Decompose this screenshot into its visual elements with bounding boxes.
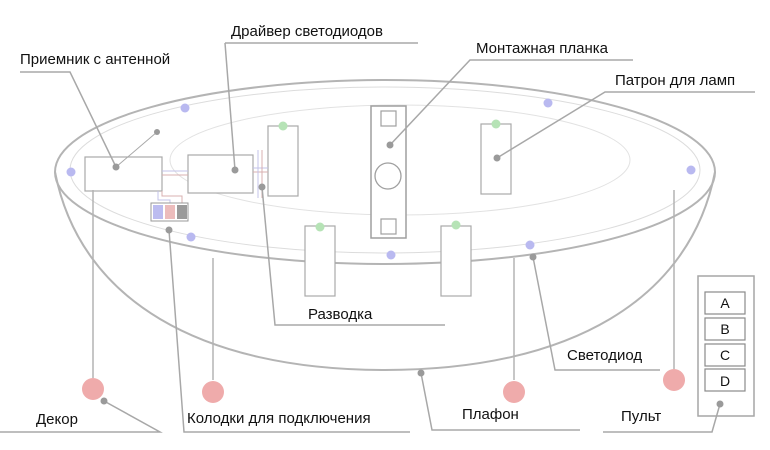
- label-connectors: Колодки для подключения: [187, 410, 371, 427]
- decor-balls: [82, 369, 685, 403]
- shade-rim: [54, 79, 716, 265]
- leader-antenna: [115, 131, 158, 168]
- leader-mount: [389, 59, 633, 146]
- remote-button-b-label: B: [720, 321, 729, 337]
- receiver-box: [84, 156, 163, 192]
- leader-led: [532, 256, 660, 371]
- decor-ball: [503, 381, 525, 403]
- decor-pendant-lines: [92, 190, 675, 380]
- driver-box: [187, 154, 254, 194]
- shade-bowl: [54, 171, 716, 372]
- label-decor: Декор: [36, 411, 78, 428]
- label-socket: Патрон для ламп: [615, 72, 735, 89]
- remote-button-b[interactable]: B: [704, 317, 746, 341]
- leader-socket: [496, 91, 755, 159]
- mounting-plate: [370, 105, 407, 239]
- label-driver: Драйвер светодиодов: [231, 23, 383, 40]
- leader-connectors: [168, 229, 410, 433]
- lamp-socket: [440, 225, 472, 297]
- leader-decor: [0, 400, 163, 433]
- terminal-block: [150, 202, 189, 222]
- remote-button-a-label: A: [720, 295, 730, 311]
- decor-ball: [82, 378, 104, 400]
- socket-tops: [278, 119, 501, 232]
- lamp-socket: [267, 125, 299, 197]
- remote-button-d-label: D: [720, 373, 730, 389]
- remote-button-d[interactable]: D: [704, 368, 746, 392]
- leader-driver: [224, 42, 236, 171]
- led-dot: [525, 240, 535, 250]
- leader-receiver: [20, 71, 117, 168]
- led-dot: [686, 165, 696, 175]
- label-wiring: Разводка: [308, 306, 373, 323]
- decor-ball: [202, 381, 224, 403]
- label-shade: Плафон: [462, 406, 519, 423]
- label-mount: Монтажная планка: [476, 40, 609, 57]
- decor-ball: [663, 369, 685, 391]
- led-dot: [180, 103, 190, 113]
- remote-button-c[interactable]: C: [704, 343, 746, 367]
- lamp-socket: [304, 225, 336, 297]
- label-remote: Пульт: [621, 408, 661, 425]
- leader-remote: [603, 403, 721, 433]
- leader-lines: [0, 42, 755, 433]
- led-dot: [186, 232, 196, 242]
- label-led: Светодиод: [567, 347, 642, 364]
- wiring-lines: [157, 150, 268, 205]
- remote-control: A B C D: [697, 275, 755, 417]
- anchor-dots: [100, 129, 724, 408]
- remote-button-c-label: C: [720, 347, 730, 363]
- led-dot: [66, 167, 76, 177]
- label-receiver: Приемник с антенной: [20, 51, 170, 68]
- leader-wiring: [261, 186, 445, 326]
- remote-button-a[interactable]: A: [704, 291, 746, 315]
- leds: [66, 98, 696, 260]
- leader-shade: [420, 372, 580, 431]
- lamp-sockets: [267, 123, 512, 297]
- led-dot: [386, 250, 396, 260]
- led-dot: [543, 98, 553, 108]
